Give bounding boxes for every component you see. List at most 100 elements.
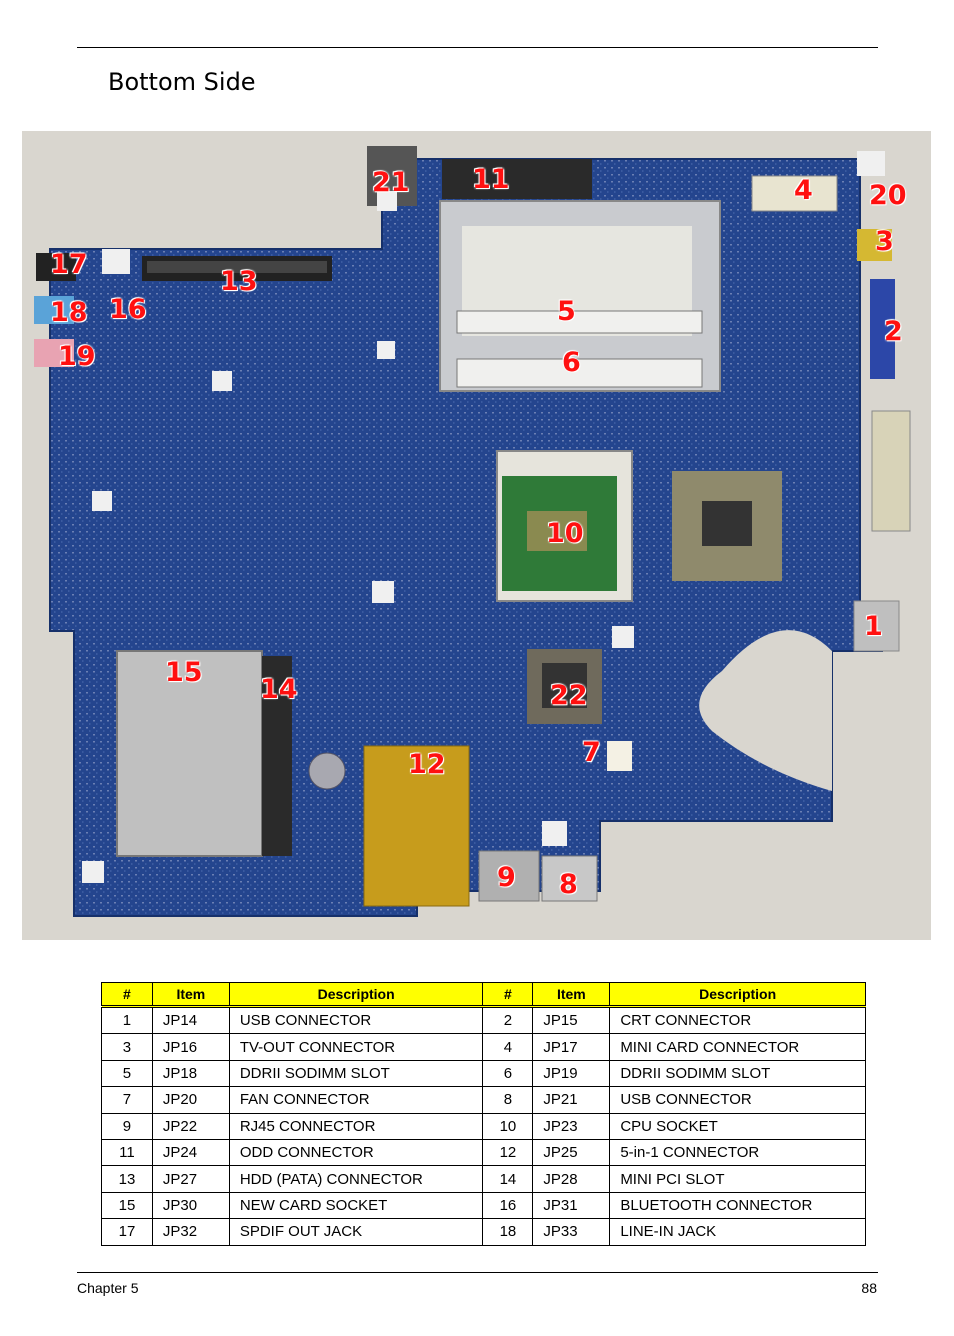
cell-item: JP33 — [532, 1218, 611, 1246]
cell-item: JP14 — [151, 1004, 230, 1035]
odd-connector — [442, 159, 592, 199]
crt-connector — [870, 279, 895, 379]
table-row: 17 JP32 SPDIF OUT JACK 18 JP33 LINE-IN J… — [101, 1218, 866, 1246]
cell-item: JP18 — [151, 1060, 230, 1088]
usb-connector-right — [853, 600, 900, 652]
callout-20: 20 — [869, 180, 907, 211]
callout-3: 3 — [875, 226, 894, 257]
cell-description: 5-in-1 CONNECTOR — [609, 1139, 866, 1167]
callout-6: 6 — [562, 347, 581, 378]
callout-4: 4 — [794, 175, 813, 206]
callout-12: 12 — [408, 749, 446, 780]
cell-description: BLUETOOTH CONNECTOR — [609, 1192, 866, 1220]
cell-num: 13 — [101, 1165, 153, 1193]
cell-description: DDRII SODIMM SLOT — [609, 1060, 866, 1088]
footer-chapter: Chapter 5 — [77, 1280, 139, 1296]
cell-item: JP30 — [151, 1192, 230, 1220]
cell-item: JP22 — [151, 1113, 230, 1140]
rj45-connector — [478, 850, 540, 902]
spdif-jack — [36, 253, 76, 281]
line-in-jack — [34, 296, 74, 324]
cell-item: JP27 — [151, 1165, 230, 1193]
cell-description: LINE-IN JACK — [609, 1218, 866, 1246]
callout-15: 15 — [165, 657, 203, 688]
cell-num: 1 — [101, 1004, 153, 1035]
sodimm-slot-6 — [456, 358, 703, 388]
page-title: Bottom Side — [108, 68, 256, 96]
bottom-rule — [77, 1272, 878, 1273]
cell-num: 9 — [101, 1113, 153, 1140]
table-row: 5 JP18 DDRII SODIMM SLOT 6 JP19 DDRII SO… — [101, 1060, 866, 1088]
callout-18: 18 — [50, 297, 88, 328]
cell-item: JP24 — [151, 1139, 230, 1167]
cell-item: JP15 — [532, 1004, 611, 1035]
cell-item: JP32 — [151, 1218, 230, 1246]
table-row: 1 JP14 USB CONNECTOR 2 JP15 CRT CONNECTO… — [101, 1004, 866, 1035]
cell-num: 14 — [482, 1165, 534, 1193]
callout-1: 1 — [864, 611, 883, 642]
table-header-row: # Item Description # Item Description — [101, 982, 866, 1007]
cell-description: CRT CONNECTOR — [609, 1004, 866, 1035]
fan-connector — [607, 741, 632, 771]
cell-num: 8 — [482, 1086, 534, 1114]
fan-cutout — [699, 630, 832, 791]
header-num: # — [482, 982, 534, 1007]
header-description: Description — [609, 982, 866, 1007]
top-rule — [77, 47, 878, 48]
header-description: Description — [228, 982, 484, 1007]
new-card-socket — [116, 650, 263, 857]
callout-16: 16 — [109, 294, 147, 325]
cell-item: JP23 — [532, 1113, 611, 1140]
cell-description: FAN CONNECTOR — [228, 1086, 484, 1114]
cmos-battery — [308, 752, 346, 790]
usb-connector-bottom — [541, 855, 598, 902]
header-num: # — [101, 982, 153, 1007]
cell-num: 16 — [482, 1192, 534, 1220]
cell-num: 12 — [482, 1139, 534, 1167]
cell-item: JP21 — [532, 1086, 611, 1114]
callout-9: 9 — [497, 862, 516, 893]
cell-item: JP19 — [532, 1060, 611, 1088]
cell-item: JP25 — [532, 1139, 611, 1167]
cell-num: 5 — [101, 1060, 153, 1088]
cell-description: HDD (PATA) CONNECTOR — [228, 1165, 484, 1193]
callout-22: 22 — [550, 680, 588, 711]
callout-17: 17 — [50, 249, 88, 280]
cell-description: USB CONNECTOR — [228, 1004, 484, 1035]
cell-num: 15 — [101, 1192, 153, 1220]
cell-description: SPDIF OUT JACK — [228, 1218, 484, 1246]
mini-card-connector — [751, 175, 838, 212]
table-row: 13 JP27 HDD (PATA) CONNECTOR 14 JP28 MIN… — [101, 1165, 866, 1193]
cell-num: 18 — [482, 1218, 534, 1246]
callout-13: 13 — [220, 266, 258, 297]
cell-num: 2 — [482, 1004, 534, 1035]
cell-item: JP31 — [532, 1192, 611, 1220]
callout-2: 2 — [884, 316, 903, 347]
card-reader-connector — [363, 745, 470, 907]
cell-item: JP17 — [532, 1033, 611, 1061]
mini-pci-slot — [262, 656, 292, 856]
table-row: 7 JP20 FAN CONNECTOR 8 JP21 USB CONNECTO… — [101, 1086, 866, 1114]
cell-num: 17 — [101, 1218, 153, 1246]
motherboard-illustration — [34, 146, 911, 917]
motherboard-photo: 1 2 3 4 5 6 7 8 9 10 11 12 13 14 15 16 1… — [22, 131, 931, 940]
cell-description: ODD CONNECTOR — [228, 1139, 484, 1167]
mic-jack — [34, 339, 74, 367]
cell-description: USB CONNECTOR — [609, 1086, 866, 1114]
table-row: 9 JP22 RJ45 CONNECTOR 10 JP23 CPU SOCKET — [101, 1113, 866, 1140]
cell-item: JP28 — [532, 1165, 611, 1193]
cell-description: MINI PCI SLOT — [609, 1165, 866, 1193]
cell-num: 4 — [482, 1033, 534, 1061]
callout-10: 10 — [546, 518, 584, 549]
cell-description: RJ45 CONNECTOR — [228, 1113, 484, 1140]
cell-description: NEW CARD SOCKET — [228, 1192, 484, 1220]
callout-5: 5 — [557, 296, 576, 327]
cell-num: 11 — [101, 1139, 153, 1167]
header-item: Item — [151, 982, 230, 1007]
callout-14: 14 — [260, 674, 298, 705]
callout-19: 19 — [58, 341, 96, 372]
cell-description: TV-OUT CONNECTOR — [228, 1033, 484, 1061]
cell-description: DDRII SODIMM SLOT — [228, 1060, 484, 1088]
footer-page-number: 88 — [861, 1280, 877, 1296]
callout-7: 7 — [582, 737, 601, 768]
